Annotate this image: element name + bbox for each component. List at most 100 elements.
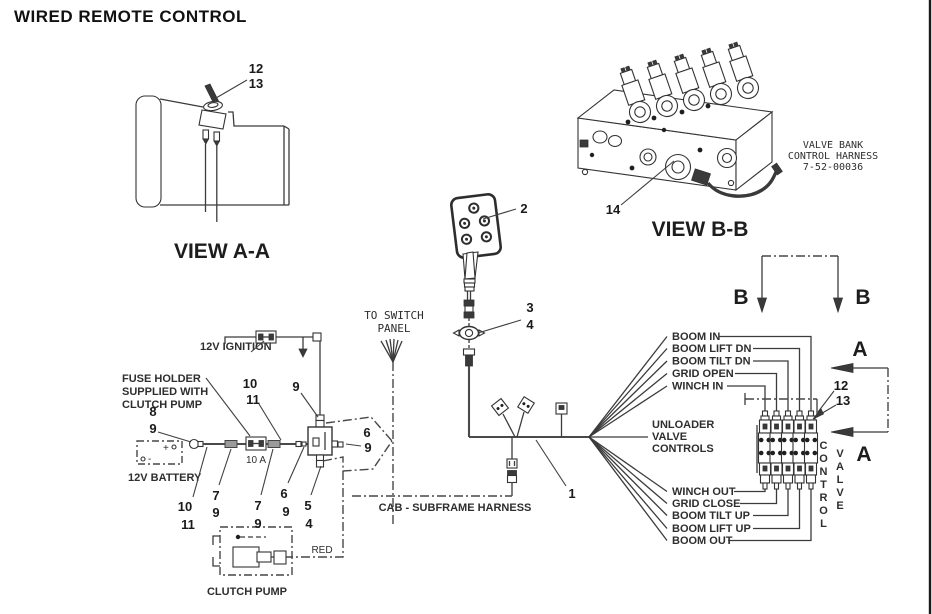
callout-2: 2 bbox=[520, 201, 527, 216]
vletter: O bbox=[819, 453, 828, 465]
callout-9b: 9 bbox=[212, 505, 219, 520]
switch-panel-lead: TO SWITCH PANEL bbox=[364, 309, 424, 527]
stub-connector bbox=[555, 402, 568, 415]
drop-connector bbox=[506, 458, 518, 484]
vletter: V bbox=[836, 487, 844, 499]
valve-section bbox=[769, 410, 784, 490]
red-wire-label: RED bbox=[311, 545, 332, 556]
fuse-rating: 10 A bbox=[246, 455, 266, 466]
callout-9c: 9 bbox=[292, 379, 299, 394]
valve-function-labels: BOOM IN BOOM LIFT DN BOOM TILT DN GRID O… bbox=[588, 331, 812, 547]
red-wire bbox=[286, 471, 344, 558]
callout-13: 13 bbox=[249, 76, 263, 91]
func-boom-lift-up: BOOM LIFT UP bbox=[672, 523, 751, 535]
clutch-pump-label: CLUTCH PUMP bbox=[207, 586, 287, 598]
section-letter-b-left: B bbox=[733, 286, 748, 309]
func-boom-out: BOOM OUT bbox=[672, 535, 733, 547]
section-a-arrow-bottom bbox=[830, 427, 854, 437]
pump-motor bbox=[232, 546, 260, 568]
page-title: WIRED REMOTE CONTROL bbox=[14, 7, 247, 26]
vletter: N bbox=[820, 466, 828, 478]
valve-section bbox=[803, 410, 819, 490]
fuse-note-line3: CLUTCH PUMP bbox=[122, 399, 202, 411]
callout-6a: 6 bbox=[280, 486, 287, 501]
section-letter-b-right: B bbox=[855, 286, 870, 309]
func-grid-open: GRID OPEN bbox=[672, 368, 734, 380]
callout-7a: 7 bbox=[212, 488, 219, 503]
power-circuit: 12V IGNITION FUSE HOLDER SUPPLIED WITH C… bbox=[122, 330, 393, 484]
vletter: T bbox=[820, 479, 827, 491]
callout-14: 14 bbox=[606, 202, 621, 217]
func-boom-tilt-dn: BOOM TILT DN bbox=[672, 356, 751, 368]
valve-sections bbox=[757, 410, 819, 490]
func-boom-tilt-up: BOOM TILT UP bbox=[672, 510, 750, 522]
section-letter-a-top: A bbox=[852, 338, 867, 361]
cable-connector-lower bbox=[462, 348, 476, 367]
cab-boundary bbox=[325, 416, 393, 442]
callout-5: 5 bbox=[304, 498, 311, 513]
func-winch-in: WINCH IN bbox=[672, 381, 723, 393]
clutch-pump-boundary bbox=[219, 526, 293, 576]
callout-arrowhead bbox=[812, 408, 825, 420]
inline-fuse-holder bbox=[245, 436, 267, 451]
callout-9d: 9 bbox=[254, 516, 261, 531]
section-a-arrow-top bbox=[830, 363, 854, 373]
toggle-switch bbox=[198, 83, 227, 222]
callout-4: 4 bbox=[526, 317, 534, 332]
callout-3: 3 bbox=[526, 300, 533, 315]
ignition-fuse bbox=[255, 330, 277, 344]
callout-1: 1 bbox=[568, 486, 575, 501]
callout-cv-12: 12 bbox=[834, 378, 848, 393]
section-b-arrow-right bbox=[832, 297, 844, 314]
battery-minus: - bbox=[148, 454, 151, 465]
wire-fan bbox=[380, 338, 403, 363]
main-harness: CAB - SUBFRAME HARNESS 1 bbox=[352, 395, 589, 514]
panel-end-cap bbox=[135, 95, 162, 208]
solenoid bbox=[727, 41, 760, 100]
ring-terminal bbox=[188, 438, 204, 450]
battery: + - bbox=[136, 440, 183, 465]
pump-connector bbox=[273, 550, 287, 565]
vletter: C bbox=[820, 440, 828, 452]
func-grid-close: GRID CLOSE bbox=[672, 498, 740, 510]
callout-9a: 9 bbox=[149, 421, 156, 436]
fuse-note-line2: SUPPLIED WITH bbox=[122, 386, 208, 398]
harness-note-line2: CONTROL HARNESS bbox=[788, 151, 878, 162]
pendant-assembly: 2 3 4 bbox=[450, 193, 534, 437]
solenoid bbox=[619, 65, 652, 124]
section-b-arrow-left bbox=[756, 297, 768, 314]
func-boom-in: BOOM IN bbox=[672, 331, 720, 343]
callout-9e: 9 bbox=[282, 504, 289, 519]
solenoid bbox=[673, 53, 706, 112]
callout-cv-13: 13 bbox=[836, 393, 850, 408]
callout-4b: 4 bbox=[305, 516, 313, 531]
valve-bank-harness-pigtail bbox=[691, 162, 783, 198]
to-switch-panel-line2: PANEL bbox=[377, 322, 410, 335]
branch-connector-right bbox=[516, 395, 536, 415]
clutch-pump-relay bbox=[307, 426, 344, 468]
callout-6b: 6 bbox=[363, 425, 370, 440]
clutch-pump: RED CLUTCH PUMP bbox=[207, 471, 344, 598]
view-b-title: VIEW B-B bbox=[652, 218, 749, 241]
cable-connector-upper bbox=[463, 299, 475, 319]
callouts-power: 8 9 10 11 7 9 10 11 9 7 9 6 9 5 4 6 9 bbox=[149, 376, 371, 532]
callout-11b: 11 bbox=[181, 517, 195, 532]
vletter: L bbox=[820, 518, 827, 530]
callout-11a: 11 bbox=[246, 392, 260, 407]
callout-8: 8 bbox=[149, 404, 156, 419]
remote-pendant bbox=[450, 193, 502, 259]
vletter: E bbox=[836, 500, 843, 512]
harness-note-line1: VALVE BANK bbox=[803, 140, 863, 151]
inline-connector-1 bbox=[224, 440, 238, 448]
view-b-b: VALVE BANK CONTROL HARNESS 7-52-00036 14… bbox=[576, 41, 878, 241]
fuse-note-line1: FUSE HOLDER bbox=[122, 373, 201, 385]
callout-10b: 10 bbox=[178, 499, 192, 514]
solenoid bbox=[700, 47, 733, 106]
vletter: V bbox=[836, 448, 844, 460]
callout-7b: 7 bbox=[254, 498, 261, 513]
pendant-collar bbox=[463, 278, 476, 292]
func-winch-out: WINCH OUT bbox=[672, 486, 736, 498]
section-markers: B B A A bbox=[733, 255, 889, 466]
section-letter-a-bottom: A bbox=[856, 443, 871, 466]
